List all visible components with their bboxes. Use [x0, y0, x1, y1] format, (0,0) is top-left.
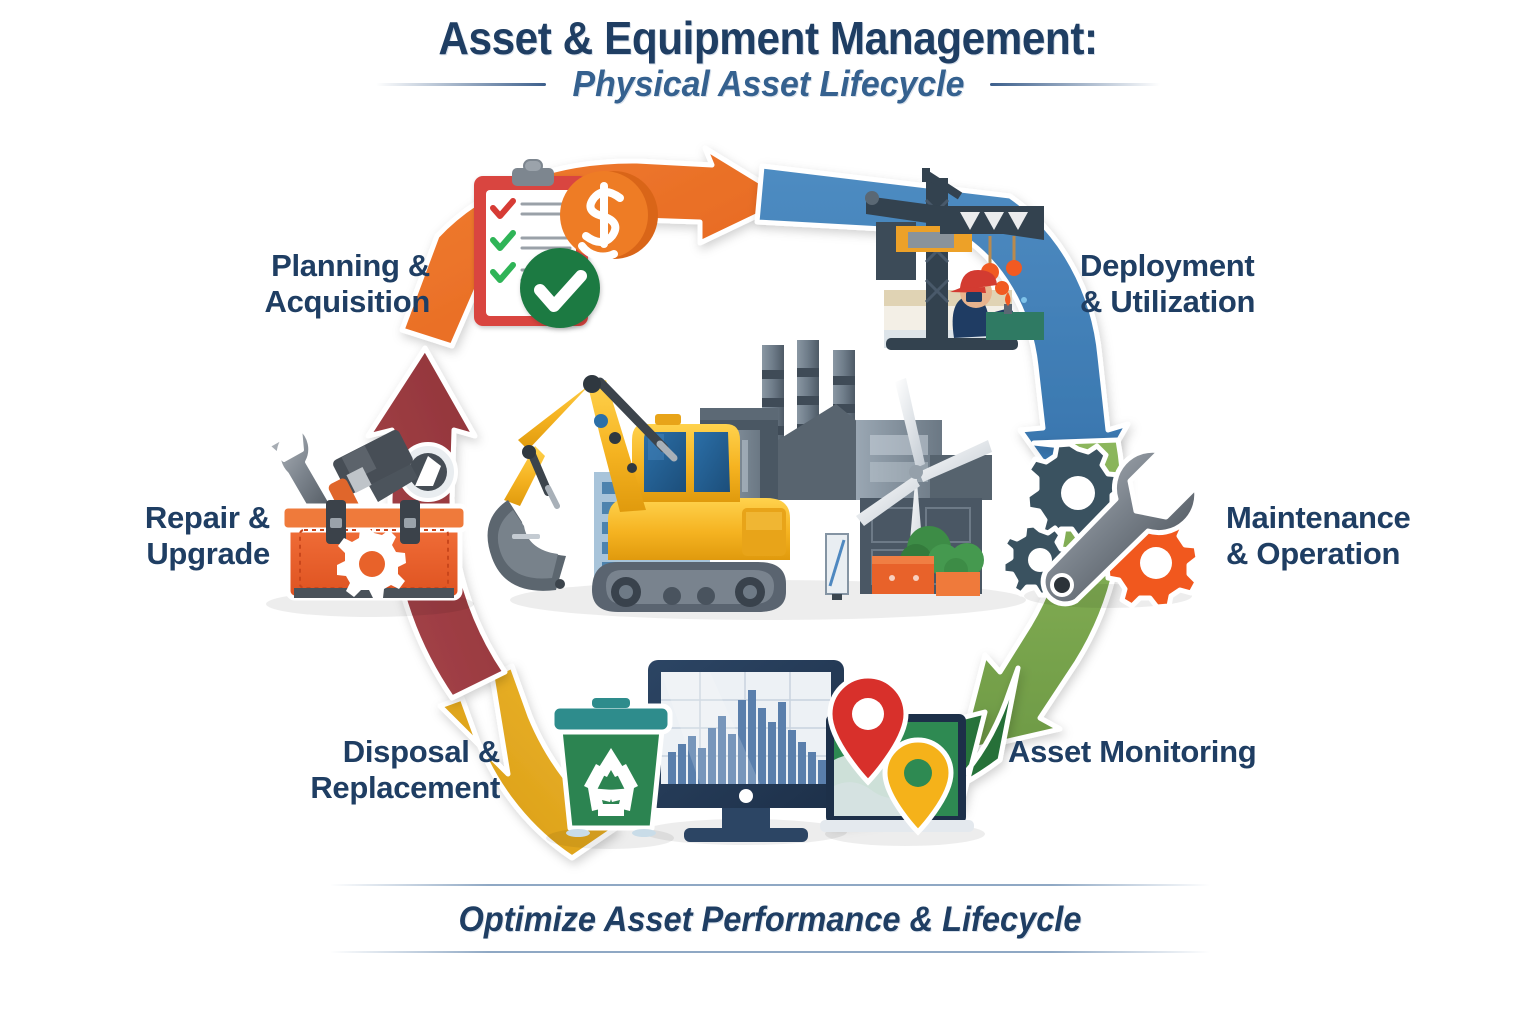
stage-label-line1: Maintenance: [1226, 500, 1411, 535]
center-illustration-excavator-factory: [487, 340, 1026, 620]
stage-label-repair-upgrade: Repair & Upgrade: [40, 500, 270, 572]
disposal-replacement-icon-group: [546, 698, 674, 849]
header-block: Asset & Equipment Management: Physical A…: [0, 14, 1536, 102]
stage-label-line2: & Utilization: [1080, 283, 1256, 319]
gear-emblem-icon: [337, 529, 406, 598]
toolbox-icon: [279, 500, 469, 601]
subtitle-rule-right: [990, 82, 1161, 86]
stage-label-maintenance-operation: Maintenance & Operation: [1226, 500, 1526, 572]
stage-label-line1: Planning &: [271, 248, 430, 283]
stage-label-line2: Upgrade: [146, 535, 270, 571]
footer-rule-top: [330, 884, 1210, 886]
map-pin-icon-red: [827, 673, 909, 786]
approved-check-badge-icon: [520, 248, 600, 328]
recycle-bin-icon: [549, 698, 673, 837]
chart-bars: [668, 690, 826, 784]
footer-tagline: Optimize Asset Performance & Lifecycle: [458, 900, 1082, 939]
repair-upgrade-icon-group: [266, 426, 474, 617]
excavator-icon: [487, 375, 790, 612]
stage-label-line2: Replacement: [310, 769, 500, 805]
subtitle-rule-left: [375, 82, 546, 86]
stage-label-line1: Asset Monitoring: [1008, 734, 1257, 769]
dollar-coin-icon: [560, 171, 658, 261]
asset-monitoring-icon-group: [643, 660, 985, 846]
stage-label-asset-monitoring: Asset Monitoring: [1008, 734, 1328, 770]
stage-label-planning-acquisition: Planning & Acquisition: [130, 248, 431, 320]
recycle-symbol-icon: [584, 748, 638, 816]
welder-worker-icon: [950, 270, 1044, 340]
stage-label-disposal-replacement: Disposal & Replacement: [220, 734, 500, 806]
deployment-utilization-icon-group: [865, 168, 1044, 350]
stage-label-line2: & Operation: [1226, 535, 1401, 571]
planning-acquisition-icon-group: [474, 159, 658, 328]
footer-block: Optimize Asset Performance & Lifecycle: [330, 884, 1210, 953]
monitor-chart-icon: [648, 660, 844, 842]
subtitle-row: Physical Asset Lifecycle: [0, 66, 1536, 102]
wrench-icon: [1040, 447, 1200, 607]
stage-label-deployment-utilization: Deployment & Utilization: [1080, 248, 1410, 320]
map-pin-icon-yellow: [882, 737, 954, 836]
page-subtitle: Physical Asset Lifecycle: [572, 63, 964, 105]
page-title: Asset & Equipment Management:: [438, 12, 1098, 64]
footer-rule-bottom: [330, 951, 1210, 953]
stage-label-line1: Disposal &: [342, 734, 501, 769]
stage-label-line2: Acquisition: [264, 283, 431, 319]
socket-wrench-icon: [368, 442, 458, 502]
stage-label-line1: Repair &: [144, 500, 270, 535]
construction-crane-icon: [865, 168, 1044, 350]
maintenance-operation-icon-group: [1000, 441, 1201, 610]
stage-label-line1: Deployment: [1080, 248, 1255, 283]
